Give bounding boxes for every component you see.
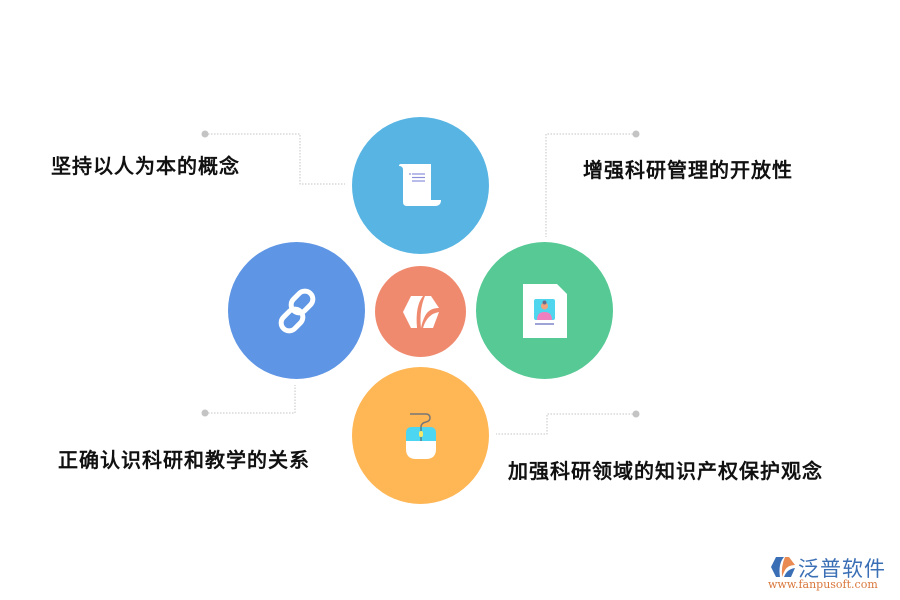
node-label-top: 坚持以人为本的概念	[51, 154, 240, 178]
watermark-url: www.fanpusoft.com	[768, 578, 878, 591]
node-label-left: 正确认识科研和教学的关系	[58, 448, 310, 472]
watermark-name: 泛普软件	[798, 557, 886, 581]
node-label-right: 增强科研管理的开放性	[583, 158, 793, 182]
hexagon-logo-icon	[402, 295, 439, 328]
node-circle-bottom	[352, 367, 489, 504]
chain-link-icon	[278, 288, 315, 333]
node-circle-right	[476, 242, 613, 379]
mouse-icon	[405, 412, 436, 459]
node-label-bottom: 加强科研领域的知识产权保护观念	[508, 459, 823, 483]
node-circle-top	[352, 117, 489, 254]
scroll-document-icon	[398, 163, 441, 206]
node-circle-left	[228, 242, 365, 379]
center-circle	[375, 266, 466, 357]
watermark-logo: 泛普软件 www.fanpusoft.com	[768, 553, 893, 593]
profile-card-icon	[522, 283, 567, 338]
fanpu-logo-icon	[771, 557, 795, 577]
